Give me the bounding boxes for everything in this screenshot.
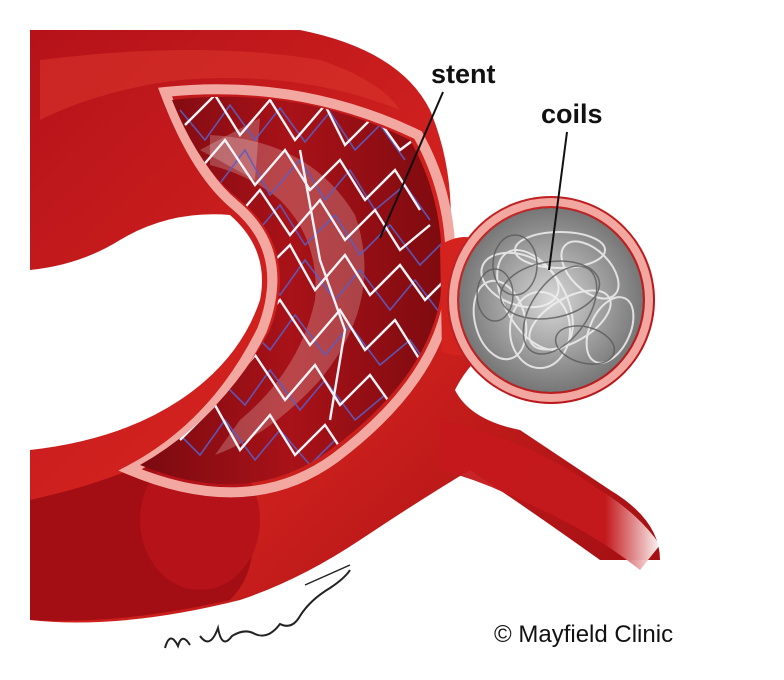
stent-pointer-line xyxy=(379,91,444,239)
coils-pointer-line xyxy=(548,131,568,271)
coil-mass xyxy=(459,208,643,392)
coils-label: coils xyxy=(541,99,603,129)
copyright-notice: © Mayfield Clinic xyxy=(494,621,674,648)
stent-label: stent xyxy=(431,59,496,89)
artist-signature xyxy=(164,564,351,649)
